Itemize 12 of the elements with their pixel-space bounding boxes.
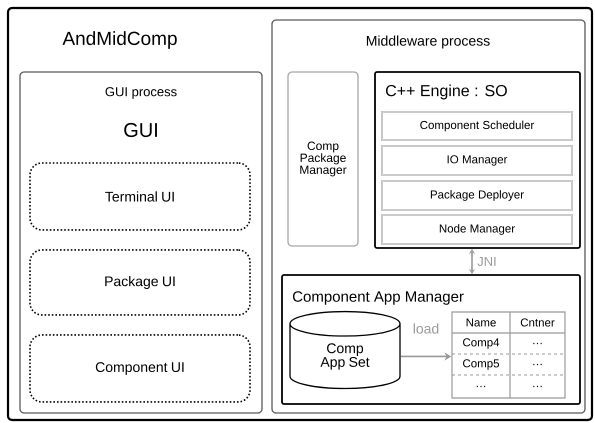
component-box: Component UI	[29, 334, 251, 403]
edge-label: JNI	[476, 256, 498, 268]
module-box: Component Scheduler	[381, 111, 573, 141]
component-box: Package UI	[29, 249, 251, 316]
component-box: Terminal UI	[29, 162, 251, 231]
module-box: IO Manager	[381, 145, 573, 176]
database-cylinder: Comp App Set	[289, 310, 401, 390]
registry-table: Name Cntner Comp4 … Comp5 … … …	[451, 311, 566, 399]
edge-label: load	[412, 322, 440, 335]
module-box: Package Deployer	[381, 180, 573, 211]
module-box: Node Manager	[381, 214, 573, 245]
manager-box: Comp Package Manager	[287, 71, 359, 247]
